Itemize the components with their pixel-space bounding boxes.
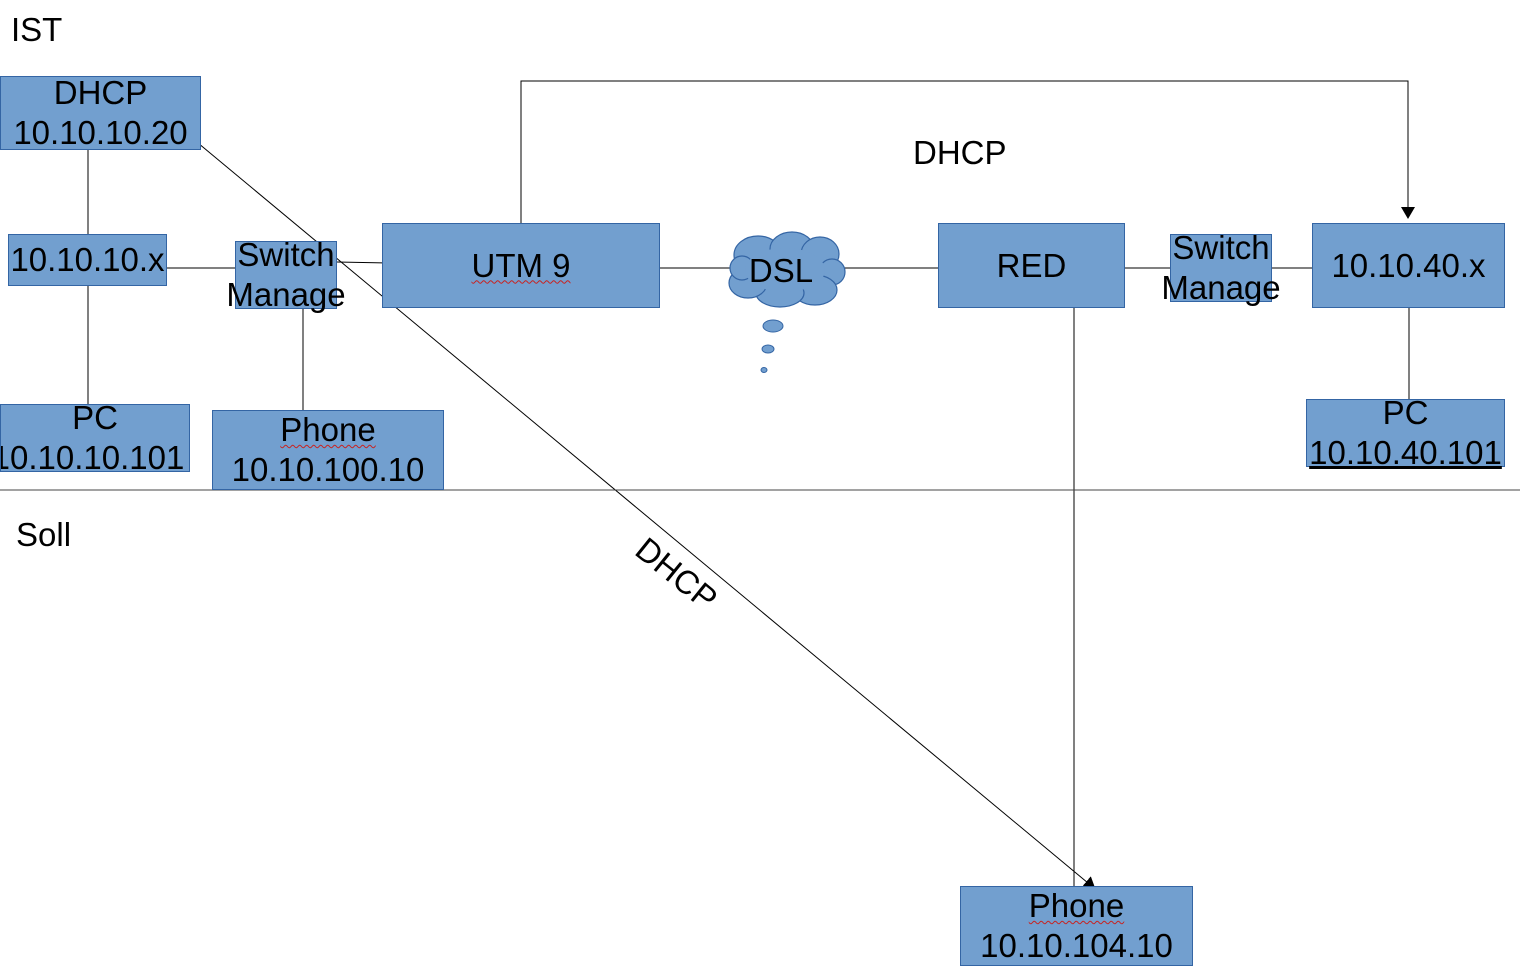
dhcp-top-label: DHCP [913,134,1007,171]
section-label-soll: Soll [16,516,72,553]
subnet-left-label: 10.10.10.x [10,241,165,278]
pc-left-ip: 10.10.10.101 [0,439,185,472]
dhcp-server-box[interactable]: DHCP 10.10.10.20 [0,74,201,151]
line-switch-utm [336,261,389,264]
switch-right-line1: Switch [1172,229,1270,266]
switch-right-line2: Manage [1161,269,1281,306]
dsl-label: DSL [748,252,814,289]
phone-left-title: Phone [280,411,376,448]
phone-left-ip: 10.10.100.10 [231,451,425,488]
dhcp-server-ip: 10.10.10.20 [13,114,188,151]
phone-soll-box[interactable]: Phone 10.10.104.10 [960,886,1193,966]
phone-soll-ip: 10.10.104.10 [980,927,1173,964]
utm-label: UTM 9 [471,246,571,284]
pc-right-ip: 10.10.40.101 [1309,434,1502,471]
dsl-cloud-icon [728,231,846,308]
red-label: RED [996,246,1067,284]
section-label-ist: IST [11,11,63,48]
pc-right-title: PC [1382,394,1429,431]
thought-bubbles-icon [760,319,784,373]
switch-left-line2: Manage [226,276,346,313]
subnet-left-box[interactable]: 10.10.10.x [8,234,167,286]
pc-right-box[interactable]: PC 10.10.40.101 [1306,394,1505,471]
utm-box[interactable]: UTM 9 [382,223,660,308]
phone-left-box[interactable]: Phone 10.10.100.10 [212,410,444,490]
subnet-right-box[interactable]: 10.10.40.x [1312,223,1505,308]
red-box[interactable]: RED [938,223,1125,308]
line-utm-dhcp-arrow [520,80,1415,223]
switch-right-box[interactable]: Switch Manage [1161,229,1280,306]
line-dhcp-diagonal-arrow [197,142,1096,890]
dhcp-server-title: DHCP [53,74,148,111]
switch-left-box[interactable]: Switch Manage [226,236,345,313]
pc-left-box[interactable]: PC 10.10.10.101 [0,404,190,472]
switch-left-line1: Switch [237,236,335,273]
phone-soll-title: Phone [1028,887,1125,924]
pc-left-title: PC [72,404,118,436]
subnet-right-label: 10.10.40.x [1331,246,1486,284]
